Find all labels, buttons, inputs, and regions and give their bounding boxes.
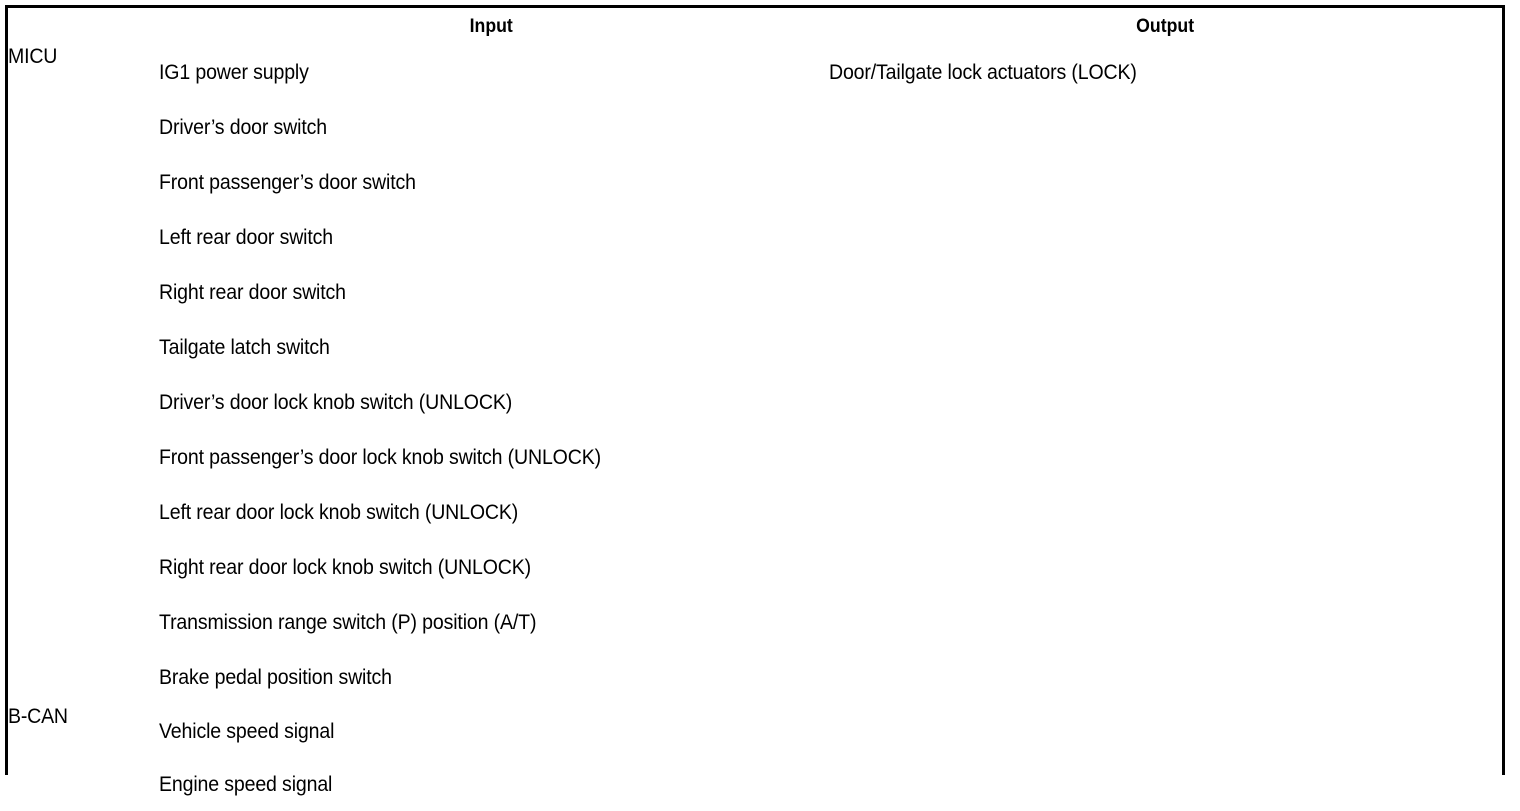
io-table-container: Input Output MICU IG1 power supply Drive…	[5, 5, 1505, 811]
header-input-label: Input	[469, 16, 513, 37]
list-item: Right rear door lock knob switch (UNLOCK…	[159, 556, 531, 579]
table-row-micu: MICU IG1 power supply Driver’s door swit…	[8, 45, 1502, 705]
output-item: Door/Tailgate lock actuators (LOCK)	[829, 61, 1137, 84]
output-cell-micu: Door/Tailgate lock actuators (LOCK)	[829, 45, 1502, 705]
input-cell-bcan: Vehicle speed signal Engine speed signal	[153, 705, 829, 811]
list-item: IG1 power supply	[159, 61, 309, 84]
list-item: Front passenger’s door lock knob switch …	[159, 446, 601, 469]
list-item: Vehicle speed signal	[159, 720, 335, 743]
list-item: Engine speed signal	[159, 773, 333, 796]
list-item: Tailgate latch switch	[159, 336, 330, 359]
list-item: Left rear door switch	[159, 226, 334, 249]
list-item: Transmission range switch (P) position (…	[159, 611, 537, 634]
list-item: Front passenger’s door switch	[159, 171, 416, 194]
input-list-bcan: Vehicle speed signal Engine speed signal	[153, 705, 829, 811]
input-list-micu: IG1 power supply Driver’s door switch Fr…	[153, 45, 829, 705]
list-item: Left rear door lock knob switch (UNLOCK)	[159, 501, 519, 524]
header-input: Input	[153, 8, 829, 45]
list-item: Driver’s door switch	[159, 116, 327, 139]
module-label-micu-text: MICU	[8, 45, 58, 68]
module-label-micu: MICU	[8, 45, 153, 705]
module-label-bcan: B-CAN	[8, 705, 153, 811]
list-item: Brake pedal position switch	[159, 666, 392, 689]
header-output-label: Output	[1136, 16, 1195, 37]
table-header-row: Input Output	[8, 8, 1502, 45]
output-cell-bcan	[829, 705, 1502, 811]
list-item: Driver’s door lock knob switch (UNLOCK)	[159, 391, 513, 414]
table-row-bcan: B-CAN Vehicle speed signal Engine speed …	[8, 705, 1502, 811]
header-output: Output	[829, 8, 1502, 45]
input-output-table: Input Output MICU IG1 power supply Drive…	[8, 8, 1502, 811]
header-module-column	[8, 8, 153, 45]
module-label-bcan-text: B-CAN	[8, 705, 68, 728]
input-cell-micu: IG1 power supply Driver’s door switch Fr…	[153, 45, 829, 705]
list-item: Right rear door switch	[159, 281, 346, 304]
